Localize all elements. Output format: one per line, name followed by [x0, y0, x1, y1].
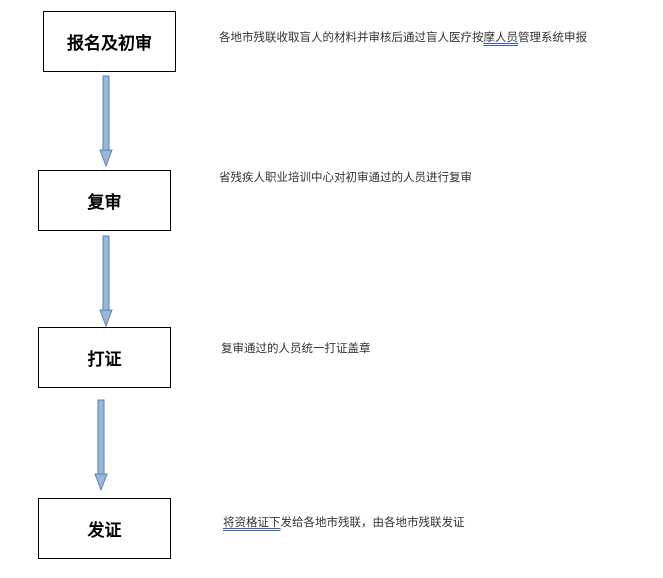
- arrow-step3-to-step4: [94, 399, 108, 492]
- step-description-issuance: 将资格证下发给各地市残联，由各地市残联发证: [223, 515, 465, 529]
- arrow-step1-to-step2: [99, 75, 113, 168]
- step-description-review: 省残疾人职业培训中心对初审通过的人员进行复审: [219, 170, 472, 184]
- step-label: 发证: [87, 521, 122, 541]
- step-box-registration: 报名及初审: [43, 11, 176, 72]
- underlined-text: 将资格证下: [223, 515, 281, 529]
- step-label: 报名及初审: [67, 34, 152, 54]
- step-box-issuance: 发证: [38, 498, 171, 559]
- step-label: 复审: [87, 193, 122, 213]
- arrow-step2-to-step3: [99, 235, 113, 328]
- step-box-printing: 打证: [38, 327, 171, 388]
- step-description-printing: 复审通过的人员统一打证盖章: [221, 341, 371, 355]
- step-description-registration: 各地市残联收取盲人的材料并审核后通过盲人医疗按摩人员管理系统申报: [219, 30, 587, 44]
- step-box-review: 复审: [38, 170, 171, 231]
- step-label: 打证: [87, 350, 122, 370]
- underlined-text: 摩人员: [483, 30, 519, 44]
